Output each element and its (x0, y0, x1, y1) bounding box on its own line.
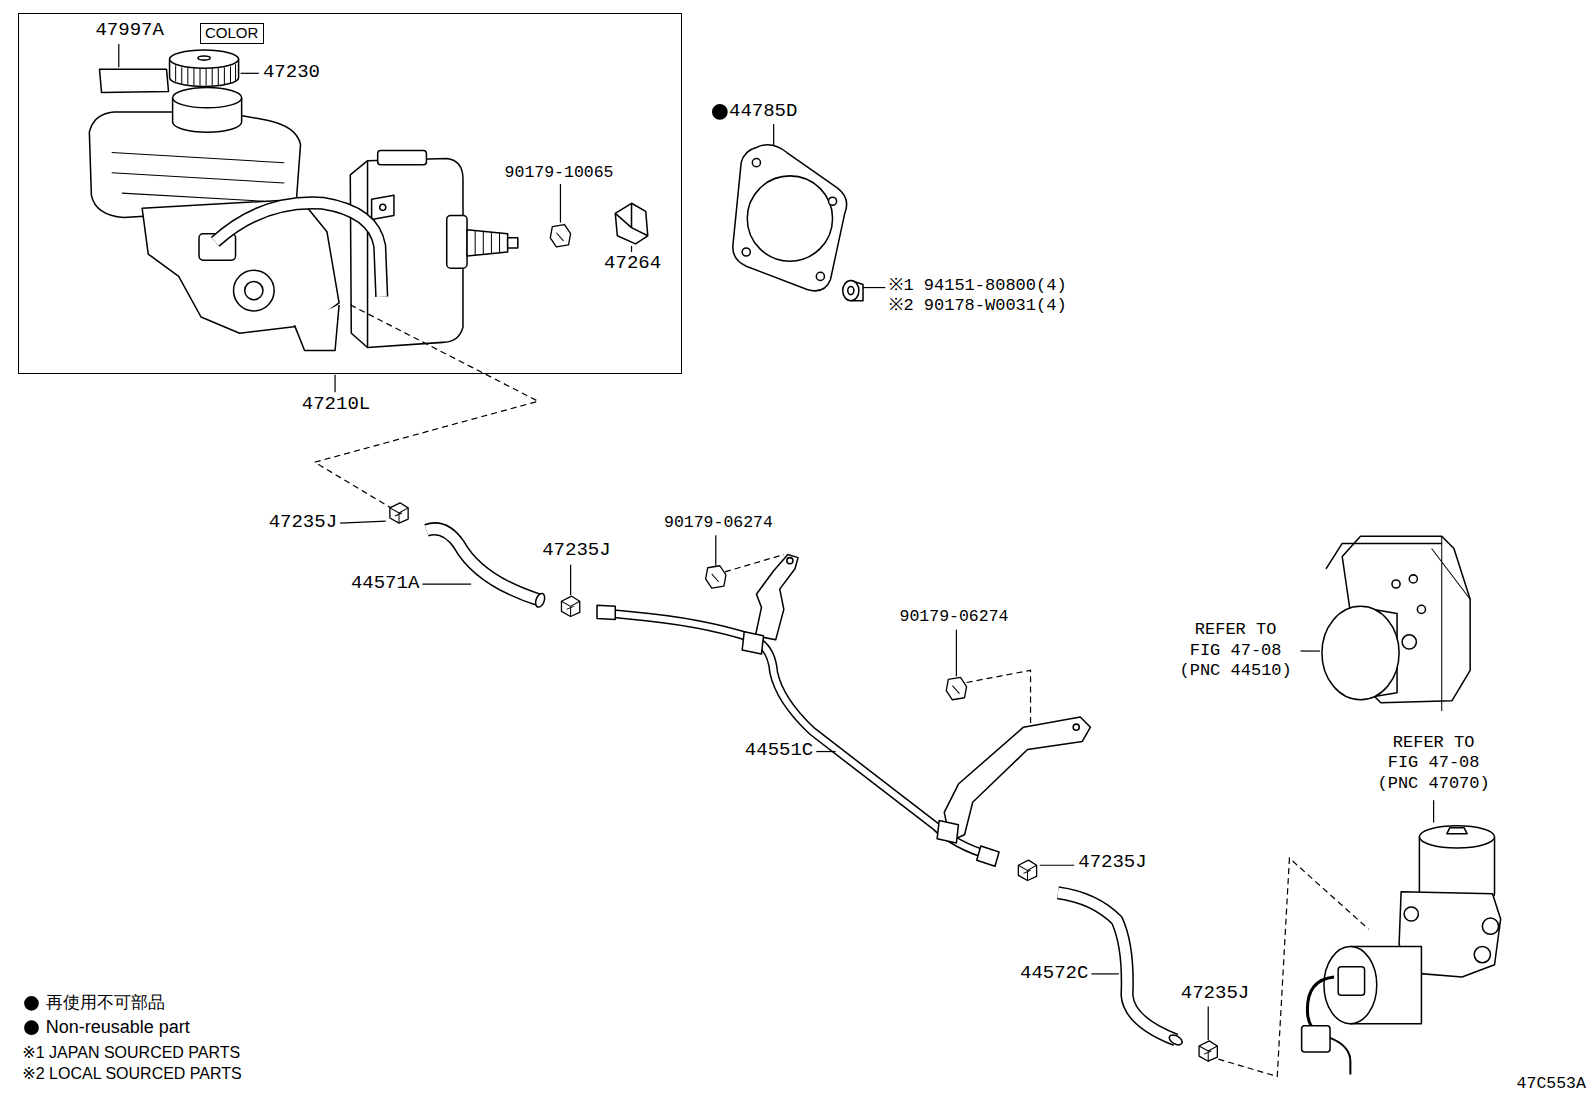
figure-code: 47C553A (1517, 1075, 1586, 1094)
part-number: 90179-10065 (505, 163, 614, 182)
legend-entry: Non-reusable part (46, 1017, 190, 1038)
part-number: ※1 94151-80800(4) (889, 277, 1066, 297)
part-number: 90179-06274 (664, 513, 773, 532)
part-number: 47235J (1078, 852, 1146, 874)
part-number: 47264 (604, 253, 661, 275)
part-number: 47235J (542, 540, 610, 562)
part-number: 90179-06274 (900, 608, 1009, 627)
part-number: 44571A (351, 573, 419, 595)
assembly-frame: COLOR47210L (18, 13, 682, 373)
reference-note: REFER TO FIG 47-08 (PNC 47070) (1375, 732, 1492, 794)
part-number: 44572C (1020, 963, 1088, 985)
reference-note: REFER TO FIG 47-08 (PNC 44510) (1177, 620, 1294, 682)
part-number: 47230 (263, 62, 320, 84)
part-number: ※2 90178-W0031(4) (889, 296, 1066, 316)
legend-entry: ※1 JAPAN SOURCED PARTS (22, 1044, 240, 1062)
legend-entry: 再使用不可部品 (46, 993, 165, 1013)
color-box: COLOR (200, 23, 264, 44)
assembly-number: 47210L (302, 394, 370, 416)
part-number: 44785D (729, 101, 797, 123)
color-tag: COLOR (205, 25, 259, 42)
part-number: 44551C (745, 740, 813, 762)
part-number: 47235J (1181, 983, 1249, 1005)
legend-entry: ※2 LOCAL SOURCED PARTS (22, 1065, 241, 1083)
part-number: 47235J (269, 512, 337, 534)
part-number: 47997A (95, 21, 163, 43)
